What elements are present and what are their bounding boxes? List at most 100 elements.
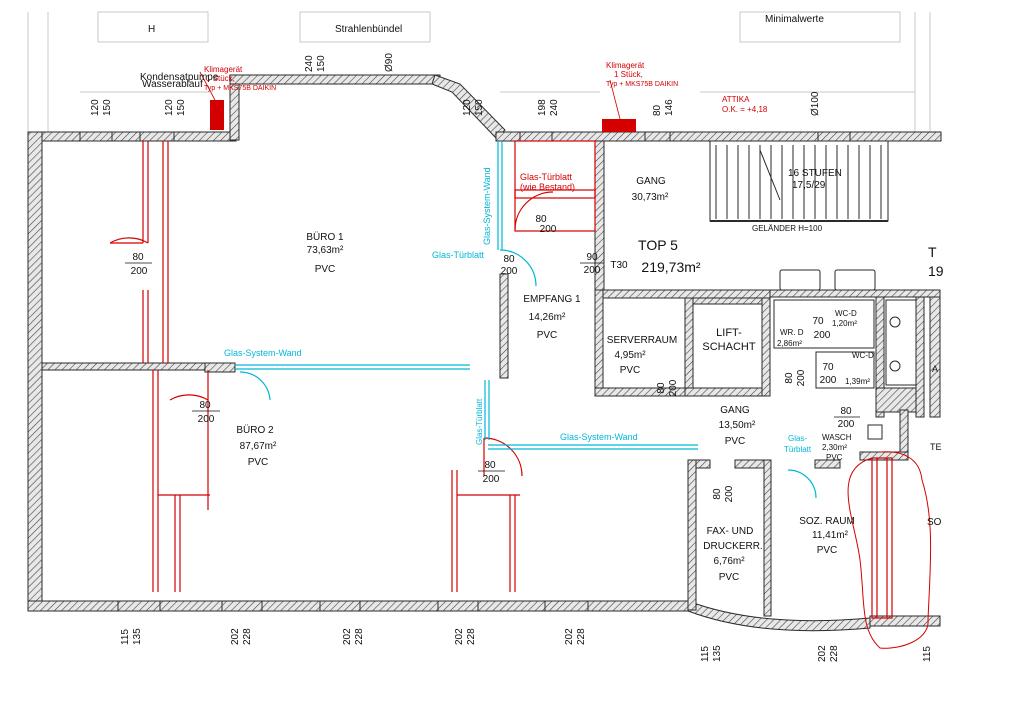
fax-area: 6,76m² — [713, 556, 745, 567]
door-server-w: 80 — [656, 382, 667, 394]
fax-name1: FAX- UND — [707, 526, 754, 537]
door-fax-h: 200 — [724, 485, 735, 502]
bottom-dim-label: 115 — [922, 646, 933, 662]
empfang-area: 14,26m² — [529, 312, 566, 323]
top-dim-label: 80 — [652, 104, 663, 116]
klima-left-line2: 1 Stück, — [206, 74, 235, 83]
empfang-floor: PVC — [537, 330, 558, 341]
door-mid-h: 200 — [483, 474, 500, 485]
bottom-dim-label: 202 — [342, 628, 353, 645]
fax-name2: DRUCKERR. — [703, 541, 762, 552]
wet-rooms — [773, 269, 917, 440]
edge-a: A — [932, 364, 938, 374]
lift-name2: SCHACHT — [702, 341, 755, 353]
buero2-area: 87,67m² — [240, 441, 277, 452]
new-partitions-red — [109, 140, 932, 649]
bottom-dim-label: 228 — [354, 628, 365, 645]
header-right-label: Minimalwerte — [765, 14, 824, 25]
door-empfang-h: 200 — [501, 266, 518, 277]
door-buero2-h: 200 — [198, 414, 215, 425]
ac-unit-right — [602, 119, 636, 132]
door-wc1-w: 70 — [812, 316, 824, 327]
door-buero2-w: 80 — [199, 400, 211, 411]
gang-top-area: 30,73m² — [632, 192, 669, 203]
bottom-dim-label: 202 — [564, 628, 575, 645]
door-buero1-h: 200 — [131, 266, 148, 277]
door-wc1-h: 200 — [814, 330, 831, 341]
edge-t: T — [928, 244, 937, 260]
bottom-dim-label: 228 — [829, 645, 840, 662]
glass-tuerblatt-vert-label: Glas-System-Wand — [482, 167, 492, 245]
door-wasch-h: 200 — [838, 419, 855, 430]
top-dim-label: 150 — [474, 99, 485, 116]
door-wc2-h: 200 — [820, 375, 837, 386]
gang-mid-floor: PVC — [725, 436, 746, 447]
door-lift-h: 200 — [796, 369, 807, 386]
outer-walls — [27, 74, 942, 632]
wc-d1-name: WC-D — [835, 309, 857, 318]
top-dim-label: 120 — [90, 99, 101, 116]
stairs-label: 16 STUFEN — [788, 168, 842, 179]
glass-system-wand-mid-label: Glas-System-Wand — [224, 348, 302, 358]
gang-mid-area: 13,50m² — [719, 420, 756, 431]
top-dim-label: 240 — [304, 55, 315, 72]
edge-19: 19 — [928, 263, 944, 279]
wr-d-name: WR. D — [780, 328, 804, 337]
windows-top — [79, 132, 851, 141]
bottom-dim-label: 228 — [466, 628, 477, 645]
attika-line2: O.K. = +4,18 — [722, 105, 768, 114]
klima-right-line2: 1 Stück, — [614, 70, 643, 79]
buero1-area: 73,63m² — [307, 245, 344, 256]
klima-right-line1: Klimagerät — [606, 61, 645, 70]
door-t30-h: 200 — [584, 265, 601, 276]
bottom-dim-label: 115 — [120, 629, 131, 645]
buero1-name: BÜRO 1 — [306, 231, 344, 243]
attika-line1: ATTIKA — [722, 95, 750, 104]
wasch-area: 2,30m² — [822, 443, 847, 452]
gang-top-name: GANG — [636, 176, 666, 187]
note-small-2: Wasserablauf — [142, 79, 203, 90]
door-glass-top-w: 80 — [535, 214, 547, 225]
wr-d-area: 2,86m² — [777, 339, 802, 348]
note-small-1: Kondensatpumpe — [140, 72, 219, 83]
door-wasch-w: 80 — [840, 406, 852, 417]
bottom-dim-label: 115 — [700, 646, 711, 662]
top-dim-label: Ø90 — [384, 53, 395, 72]
soz-floor: PVC — [817, 545, 838, 556]
lift-name1: LIFT- — [716, 327, 742, 339]
server-floor: PVC — [620, 365, 641, 376]
buero2-name: BÜRO 2 — [236, 424, 274, 436]
bottom-dim-label: 135 — [132, 628, 143, 645]
glass-tuerblatt-right-label2: Türblatt — [784, 445, 812, 454]
wasch-floor: PVC — [826, 453, 843, 462]
upper-context — [27, 11, 931, 132]
klima-right-line3: Typ + MKS75B DAIKIN — [606, 81, 678, 88]
klima-left-line1: Klimagerät — [204, 65, 243, 74]
ac-leader-lines — [199, 71, 621, 120]
edge-so: SO — [927, 517, 942, 528]
windows-bottom — [117, 601, 589, 611]
header-mid-label: Strahlenbündel — [335, 24, 402, 35]
bottom-dim-label: 135 — [712, 645, 723, 662]
bottom-dim-label: 202 — [230, 628, 241, 645]
gang-mid-name: GANG — [720, 405, 750, 416]
klima-left-line3: Typ + MKS75B DAIKIN — [204, 85, 276, 92]
glass-tuerblatt-left-label: Glas-Türblatt — [432, 250, 485, 260]
top-dim-label: 120 — [164, 99, 175, 116]
stairs-rail: GELÄNDER H=100 — [752, 224, 823, 233]
top-dim-label: 198 — [537, 99, 548, 116]
top-dim-label: 146 — [664, 99, 675, 116]
empfang-name: EMPFANG 1 — [523, 294, 581, 305]
buero2-floor: PVC — [248, 457, 269, 468]
ac-unit-left — [210, 100, 224, 130]
wc-d2-name: WC-D — [852, 351, 874, 360]
door-lift-w: 80 — [784, 372, 795, 384]
edge-te: TE — [930, 442, 942, 452]
door-glass-top-h: 200 — [540, 224, 557, 235]
wc-d1-area: 1,20m² — [832, 319, 857, 328]
door-wc2-w: 70 — [822, 362, 834, 373]
bottom-dim-label: 202 — [454, 628, 465, 645]
fax-floor: PVC — [719, 572, 740, 583]
